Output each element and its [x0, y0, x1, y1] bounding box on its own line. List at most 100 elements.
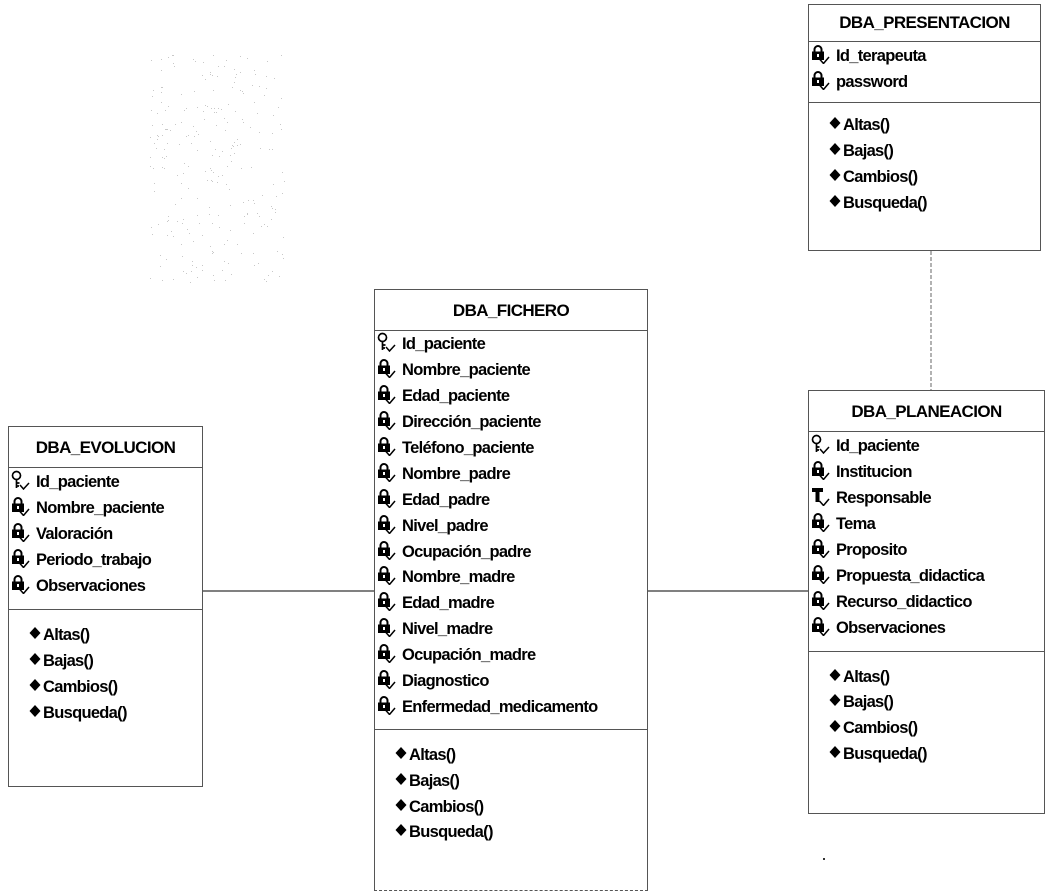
attribute-row-label: password — [836, 73, 908, 92]
operation-row[interactable]: Cambios() — [9, 674, 202, 700]
attribute-row[interactable]: Id_paciente — [9, 470, 202, 496]
lock-attribute-icon — [811, 44, 835, 69]
operation-list: Altas() Bajas() Cambios()Busqueda() — [9, 610, 202, 730]
attribute-row[interactable]: Ocupación_madre — [375, 643, 647, 669]
attribute-row[interactable]: Nombre_paciente — [375, 358, 647, 384]
diamond-method-icon — [829, 194, 842, 213]
operation-row[interactable]: Bajas() — [375, 768, 647, 794]
lock-attribute-icon — [11, 496, 35, 521]
operation-row-label: Altas() — [409, 745, 456, 764]
attribute-row[interactable]: Observaciones — [809, 615, 1044, 641]
scan-speck — [242, 119, 243, 120]
operation-row[interactable]: Bajas() — [809, 139, 1040, 165]
scan-speck — [166, 259, 167, 260]
scan-speck — [224, 118, 225, 119]
operation-row[interactable]: Busqueda() — [375, 820, 647, 846]
attribute-row[interactable]: Observaciones — [9, 574, 202, 600]
scan-speck — [216, 125, 217, 126]
scan-speck — [161, 59, 162, 60]
attribute-row[interactable]: Proposito — [809, 538, 1044, 564]
operation-row[interactable]: Altas() — [9, 622, 202, 648]
scan-speck — [151, 60, 152, 61]
scan-speck — [168, 57, 169, 58]
attribute-row[interactable]: Diagnostico — [375, 669, 647, 695]
scan-speck — [231, 274, 232, 275]
scan-speck — [268, 275, 269, 276]
attribute-row[interactable]: Teléfono_paciente — [375, 436, 647, 462]
scan-speck — [247, 213, 248, 214]
operation-row[interactable]: Busqueda() — [809, 190, 1040, 216]
operation-row[interactable]: Cambios() — [809, 716, 1044, 742]
scan-speck — [165, 129, 166, 130]
attribute-row[interactable]: Edad_padre — [375, 487, 647, 513]
diamond-method-icon — [395, 823, 408, 842]
scan-speck — [279, 276, 280, 277]
scan-speck — [272, 208, 273, 209]
scan-speck — [284, 181, 285, 182]
class-dba-presentacion[interactable]: DBA_PRESENTACION Id_terapeuta password Al… — [808, 4, 1041, 251]
scan-speck — [157, 135, 158, 136]
scan-speck — [232, 87, 233, 88]
diamond-method-icon — [829, 116, 842, 135]
scan-speck — [280, 124, 281, 125]
scan-speck — [150, 137, 151, 138]
attribute-row[interactable]: Nombre_paciente — [9, 496, 202, 522]
operation-row-label: Cambios() — [409, 797, 484, 816]
attribute-row[interactable]: Nombre_padre — [375, 461, 647, 487]
attribute-row[interactable]: Dirección_paciente — [375, 410, 647, 436]
scan-speck — [164, 158, 165, 159]
attribute-row[interactable]: Propuesta_didactica — [809, 563, 1044, 589]
attribute-row-label: Enfermedad_medicamento — [402, 697, 598, 716]
scan-speck — [237, 145, 238, 146]
diamond-method-icon — [29, 704, 42, 723]
attribute-row[interactable]: Responsable — [809, 486, 1044, 512]
attribute-row[interactable]: Id_paciente — [809, 434, 1044, 460]
class-title: DBA_PRESENTACION — [809, 5, 1040, 42]
operation-row[interactable]: Busqueda() — [9, 700, 202, 726]
lock-attribute-icon — [377, 591, 401, 616]
operation-row[interactable]: Altas() — [809, 664, 1044, 690]
operation-row[interactable]: Cambios() — [809, 165, 1040, 191]
scan-speck — [272, 271, 273, 272]
attribute-row[interactable]: Edad_paciente — [375, 384, 647, 410]
attribute-row[interactable]: Id_paciente — [375, 332, 647, 358]
scan-speck — [226, 60, 227, 61]
attribute-row[interactable]: password — [809, 70, 1040, 96]
attribute-row[interactable]: Edad_madre — [375, 591, 647, 617]
operation-row[interactable]: Cambios() — [375, 794, 647, 820]
scan-speck — [259, 132, 260, 133]
scan-speck — [248, 200, 249, 201]
scan-speck — [177, 175, 178, 176]
attribute-row-label: Valoración — [36, 525, 113, 544]
attribute-row[interactable]: Nivel_madre — [375, 617, 647, 643]
operation-row[interactable]: Bajas() — [9, 648, 202, 674]
scan-speck — [221, 109, 222, 110]
operation-row[interactable]: Altas() — [809, 113, 1040, 139]
attribute-row[interactable]: Ocupación_padre — [375, 539, 647, 565]
attribute-row[interactable]: Institucion — [809, 460, 1044, 486]
lock-attribute-icon — [377, 540, 401, 565]
attribute-row[interactable]: Valoración — [9, 522, 202, 548]
attribute-row[interactable]: Periodo_trabajo — [9, 548, 202, 574]
attribute-row[interactable]: Tema — [809, 512, 1044, 538]
attribute-row[interactable]: Recurso_didactico — [809, 589, 1044, 615]
scan-speck — [183, 173, 184, 174]
scan-speck — [193, 126, 194, 127]
attribute-row[interactable]: Nivel_padre — [375, 513, 647, 539]
attribute-row[interactable]: Nombre_madre — [375, 565, 647, 591]
scan-speck — [161, 70, 162, 71]
lock-attribute-icon — [377, 565, 401, 590]
attribute-row[interactable]: Enfermedad_medicamento — [375, 694, 647, 720]
attribute-row[interactable]: Id_terapeuta — [809, 44, 1040, 70]
operation-row[interactable]: Bajas() — [809, 690, 1044, 716]
operation-row-label: Bajas() — [43, 651, 94, 670]
operation-row[interactable]: Busqueda() — [809, 742, 1044, 768]
scan-speck — [161, 87, 162, 88]
scan-speck — [198, 134, 199, 135]
lock-attribute-icon — [377, 695, 401, 720]
operation-row[interactable]: Altas() — [375, 742, 647, 768]
